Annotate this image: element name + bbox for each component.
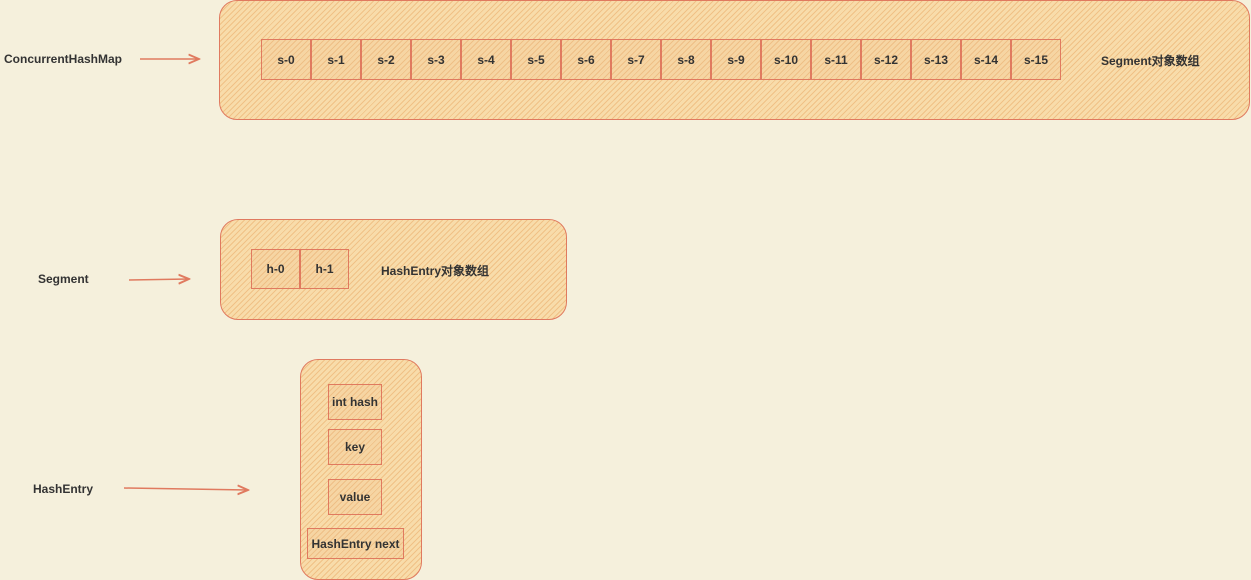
segment-cell: s-14 xyxy=(961,39,1011,80)
segment-cell: s-3 xyxy=(411,39,461,80)
segment-cell: s-12 xyxy=(861,39,911,80)
concurrenthashmap-label: ConcurrentHashMap xyxy=(4,52,123,66)
segment-cell: s-13 xyxy=(911,39,961,80)
segment-cell: s-15 xyxy=(1011,39,1061,80)
hashentry-cell: h-0 xyxy=(251,249,300,289)
segment-cell: s-7 xyxy=(611,39,661,80)
segment-cell: s-11 xyxy=(811,39,861,80)
arrow-segment xyxy=(128,279,189,280)
segment-cell: s-2 xyxy=(361,39,411,80)
hashentry-field: int hash xyxy=(328,384,382,420)
segment-cell: s-4 xyxy=(461,39,511,80)
hashentry-cell: h-1 xyxy=(300,249,349,289)
hashentry-field: key xyxy=(328,429,382,465)
hashentry-field: value xyxy=(328,479,382,515)
hashentry-label: HashEntry xyxy=(33,482,94,496)
segment-cell: s-10 xyxy=(761,39,811,80)
hashentry-array-label: HashEntry对象数组 xyxy=(381,264,490,278)
segment-cell: s-1 xyxy=(311,39,361,80)
hashentry-field: HashEntry next xyxy=(307,528,404,559)
segment-cell: s-0 xyxy=(261,39,311,80)
segment-cell: s-5 xyxy=(511,39,561,80)
segment-cell: s-8 xyxy=(661,39,711,80)
segment-cell: s-6 xyxy=(561,39,611,80)
segment-cell: s-9 xyxy=(711,39,761,80)
arrow-hashentry xyxy=(123,488,248,490)
segment-array-label: Segment对象数组 xyxy=(1101,54,1200,68)
segment-label: Segment xyxy=(38,272,89,286)
